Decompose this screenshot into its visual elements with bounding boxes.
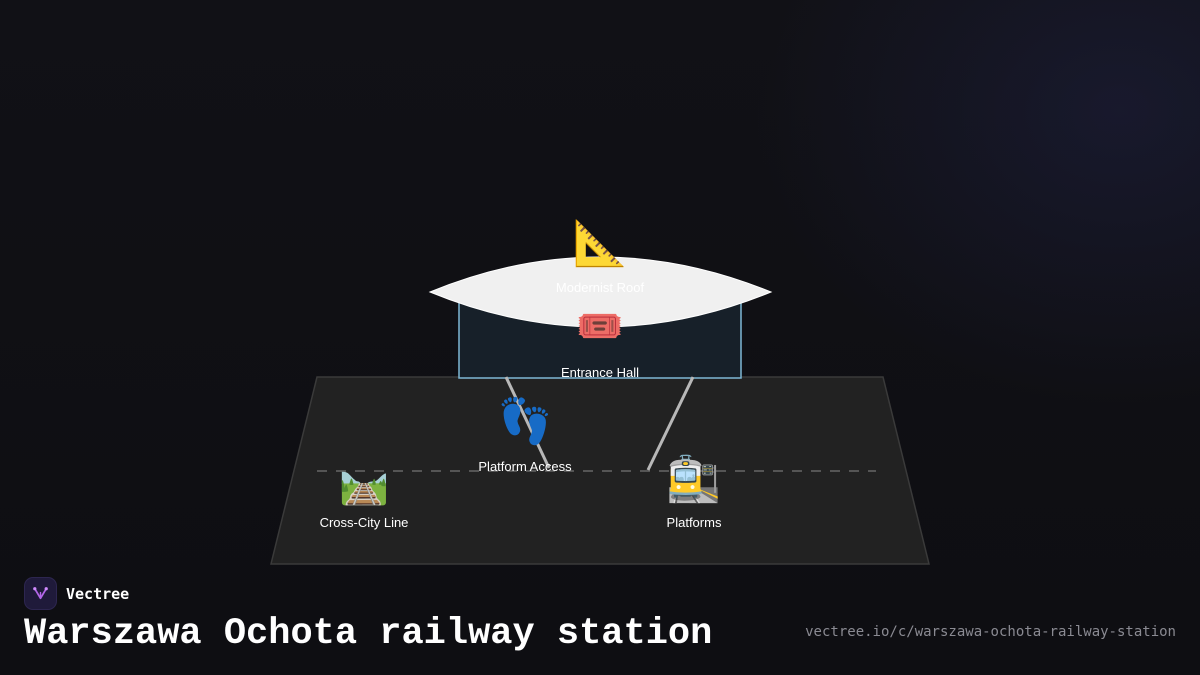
connector-hall-to-platforms — [646, 376, 695, 471]
node-label-modernist-roof: Modernist Roof — [556, 280, 645, 295]
node-platform-access[interactable]: 👣 Platform Access — [478, 394, 572, 474]
footprints-icon: 👣 — [498, 394, 553, 447]
node-label-cross-city-line: Cross-City Line — [320, 515, 409, 530]
railway-track-icon: 🛤️ — [339, 461, 389, 507]
modernist-roof-shape — [428, 256, 773, 328]
node-label-platform-access: Platform Access — [478, 459, 572, 474]
node-label-entrance-hall: Entrance Hall — [561, 365, 639, 380]
triangular-ruler-icon: 📐 — [573, 218, 628, 269]
train-station-icon: 🚉 — [667, 454, 722, 505]
node-platforms[interactable]: 🚉 Platforms — [667, 454, 722, 530]
node-label-platforms: Platforms — [667, 515, 722, 530]
node-cross-city-line[interactable]: 🛤️ Cross-City Line — [320, 461, 409, 530]
connector-hall-to-access — [504, 376, 551, 469]
source-url[interactable]: vectree.io/c/warszawa-ochota-railway-sta… — [805, 624, 1176, 640]
page-title: Warszawa Ochota railway station — [24, 613, 713, 655]
brand[interactable]: Vectree — [24, 577, 129, 610]
brand-name: Vectree — [66, 584, 130, 603]
node-modernist-roof[interactable]: 📐 Modernist Roof — [556, 218, 645, 295]
node-entrance-hall[interactable]: 🎟️ Entrance Hall — [561, 304, 639, 380]
vectree-logo-icon — [24, 577, 57, 610]
ticket-icon: 🎟️ — [576, 304, 623, 348]
